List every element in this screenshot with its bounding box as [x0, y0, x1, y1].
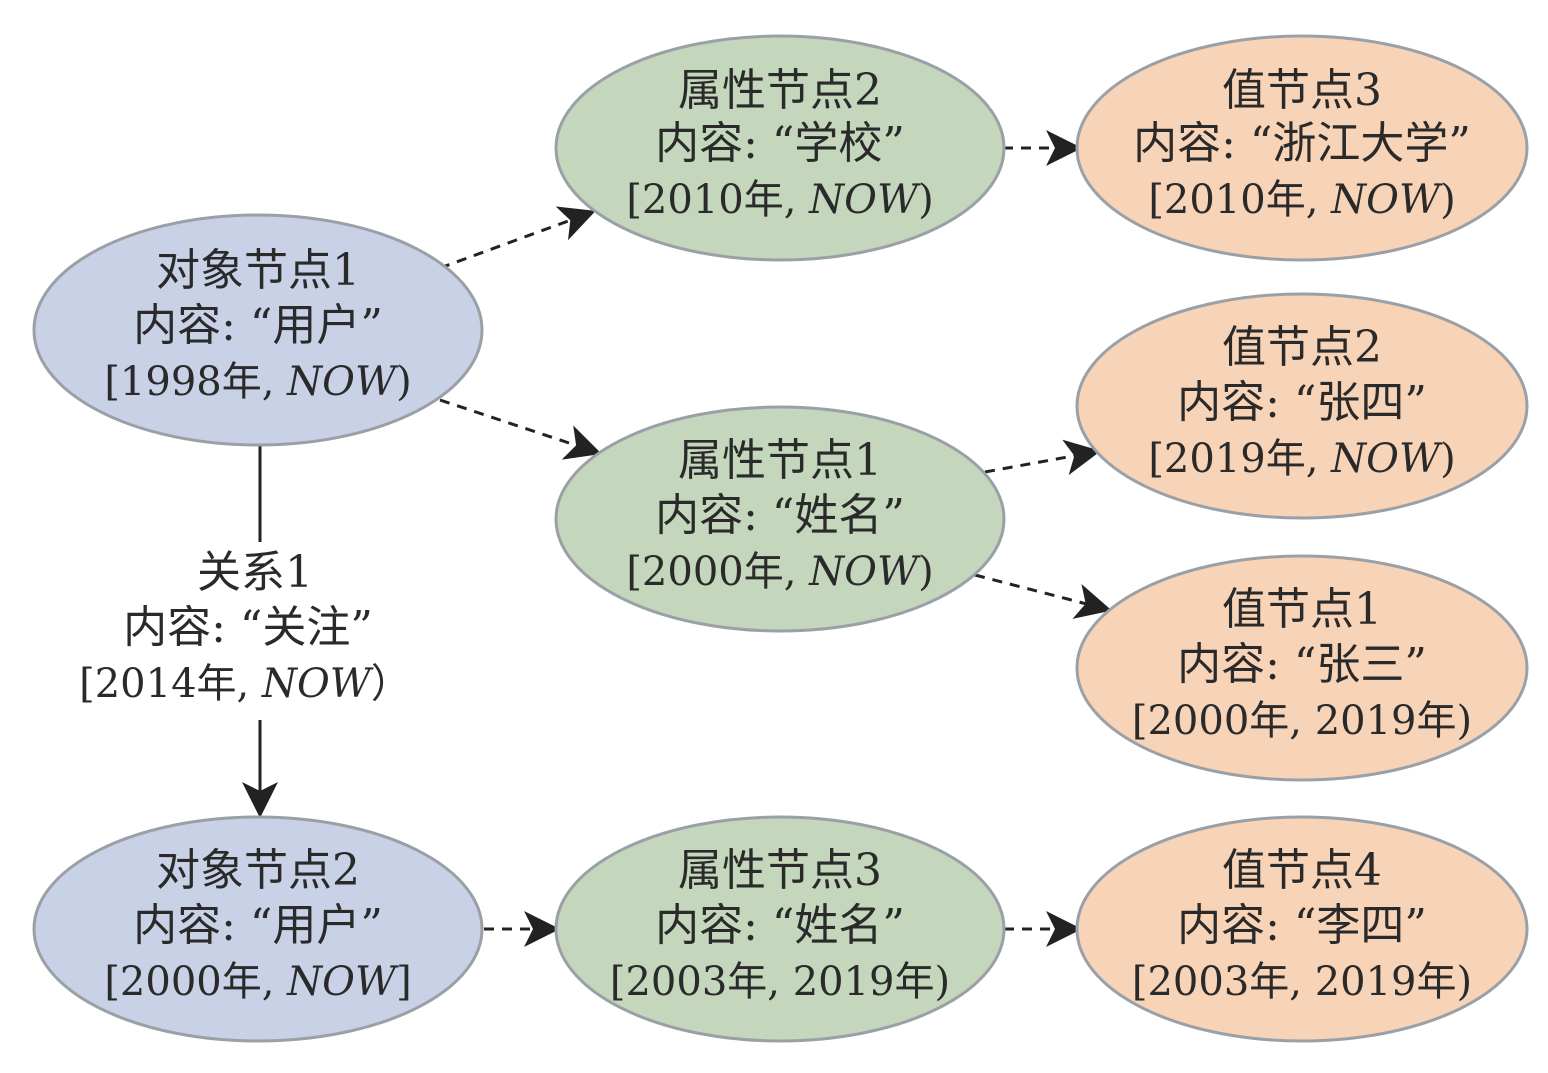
- object-node-2-title: 对象节点2: [156, 845, 360, 896]
- value-node-3-title: 值节点3: [1222, 65, 1382, 116]
- value-node-1-time: [2000年, 2019年): [1132, 698, 1472, 744]
- attribute-node-1-time-now: NOW: [808, 549, 921, 595]
- object-node-1[interactable]: 对象节点1 内容: “用户” [1998年, NOW): [32, 213, 484, 447]
- value-node-1-title: 值节点1: [1222, 584, 1382, 635]
- value-node-1-time-start: [2000年, 2019年): [1132, 698, 1472, 744]
- value-node-1-content: 内容: “张三”: [1177, 639, 1427, 690]
- value-node-3-time-now: NOW: [1330, 177, 1443, 223]
- value-node-4-time-start: [2003年, 2019年): [1132, 959, 1472, 1005]
- value-node-4-time: [2003年, 2019年): [1132, 959, 1472, 1005]
- value-node-3-time-end: ): [1440, 177, 1456, 223]
- attribute-node-2-shape: [554, 34, 1006, 262]
- attribute-node-3-content: 内容: “姓名”: [655, 900, 905, 951]
- relation-1-title: 关系1: [197, 547, 313, 598]
- value-node-3-content: 内容: “浙江大学”: [1133, 118, 1471, 169]
- attribute-node-1-title: 属性节点1: [678, 435, 882, 486]
- object-node-2-time: [2000年, NOW]: [104, 959, 411, 1005]
- attribute-node-2-time-start: [2010年,: [626, 177, 809, 223]
- value-node-2-time-end: ): [1440, 436, 1456, 482]
- attribute-node-2-time-now: NOW: [808, 177, 921, 223]
- object-node-2-time-start: [2000年,: [104, 959, 287, 1005]
- value-node-1[interactable]: 值节点1 内容: “张三” [2000年, 2019年): [1075, 554, 1529, 782]
- relation-1-time-now: NOW: [261, 661, 374, 707]
- value-node-2[interactable]: 值节点2 内容: “张四” [2019年, NOW): [1075, 292, 1529, 520]
- object-node-2-content: 内容: “用户”: [133, 900, 383, 951]
- relation-1-time-start: [2014年,: [79, 661, 262, 707]
- attribute-node-1-shape: [554, 405, 1006, 633]
- value-node-4-title: 值节点4: [1222, 845, 1382, 896]
- value-node-3-time: [2010年, NOW): [1148, 177, 1455, 223]
- attribute-node-3-time: [2003年, 2019年): [610, 959, 950, 1005]
- attribute-node-1[interactable]: 属性节点1 内容: “姓名” [2000年, NOW): [554, 405, 1006, 633]
- relation-1-content: 内容: “关注”: [123, 602, 373, 653]
- attribute-node-1-content: 内容: “姓名”: [655, 490, 905, 541]
- object-node-1-time-start: [1998年,: [104, 359, 287, 405]
- value-node-2-time-now: NOW: [1330, 436, 1443, 482]
- attribute-node-1-time: [2000年, NOW): [626, 549, 933, 595]
- attribute-node-2-content: 内容: “学校”: [655, 118, 905, 169]
- attribute-node-3-time-start: [2003年, 2019年): [610, 959, 950, 1005]
- edge-object1-attr2: [439, 206, 596, 270]
- attribute-node-1-time-start: [2000年,: [626, 549, 809, 595]
- value-node-4-content: 内容: “李四”: [1177, 900, 1427, 951]
- object-node-2-time-end: ]: [396, 959, 412, 1005]
- object-node-1-title: 对象节点1: [156, 245, 360, 296]
- object-node-1-time-end: ): [396, 359, 412, 405]
- object-node-1-content: 内容: “用户”: [133, 300, 383, 351]
- edge-attr1-value2: [984, 439, 1101, 476]
- object-node-1-time-now: NOW: [286, 359, 399, 405]
- object-node-2-shape: [32, 815, 484, 1043]
- attribute-node-2-time: [2010年, NOW): [626, 177, 933, 223]
- value-node-2-content: 内容: “张四”: [1177, 377, 1427, 428]
- value-node-3-shape: [1075, 34, 1529, 262]
- attribute-node-3[interactable]: 属性节点3 内容: “姓名” [2003年, 2019年): [554, 815, 1006, 1043]
- attribute-node-3-title: 属性节点3: [678, 845, 882, 896]
- edge-object1-attr1: [439, 398, 602, 460]
- edge-attr1-value1: [974, 573, 1112, 619]
- value-node-3-time-start: [2010年,: [1148, 177, 1331, 223]
- value-node-2-time-start: [2019年,: [1148, 436, 1331, 482]
- attribute-node-3-shape: [554, 815, 1006, 1043]
- value-node-2-time: [2019年, NOW): [1148, 436, 1455, 482]
- object-node-1-shape: [32, 213, 484, 447]
- value-node-4[interactable]: 值节点4 内容: “李四” [2003年, 2019年): [1075, 815, 1529, 1043]
- attribute-node-1-time-end: ): [918, 549, 934, 595]
- object-node-2-time-now: NOW: [286, 959, 399, 1005]
- object-node-2[interactable]: 对象节点2 内容: “用户” [2000年, NOW]: [32, 815, 484, 1043]
- relation-1-time: [2014年, NOW）: [79, 661, 411, 707]
- relation-1-time-end: ）: [371, 661, 411, 707]
- attribute-node-2-title: 属性节点2: [678, 65, 882, 116]
- attribute-node-2-time-end: ): [918, 177, 934, 223]
- value-node-3[interactable]: 值节点3 内容: “浙江大学” [2010年, NOW): [1075, 34, 1529, 262]
- attribute-node-2[interactable]: 属性节点2 内容: “学校” [2010年, NOW): [554, 34, 1006, 262]
- value-node-2-shape: [1075, 292, 1529, 520]
- value-node-2-title: 值节点2: [1222, 322, 1382, 373]
- object-node-1-time: [1998年, NOW): [104, 359, 411, 405]
- value-node-4-shape: [1075, 815, 1529, 1043]
- relation-1-label[interactable]: 关系1 内容: “关注” [2014年, NOW）: [79, 547, 411, 707]
- value-node-1-shape: [1075, 554, 1529, 782]
